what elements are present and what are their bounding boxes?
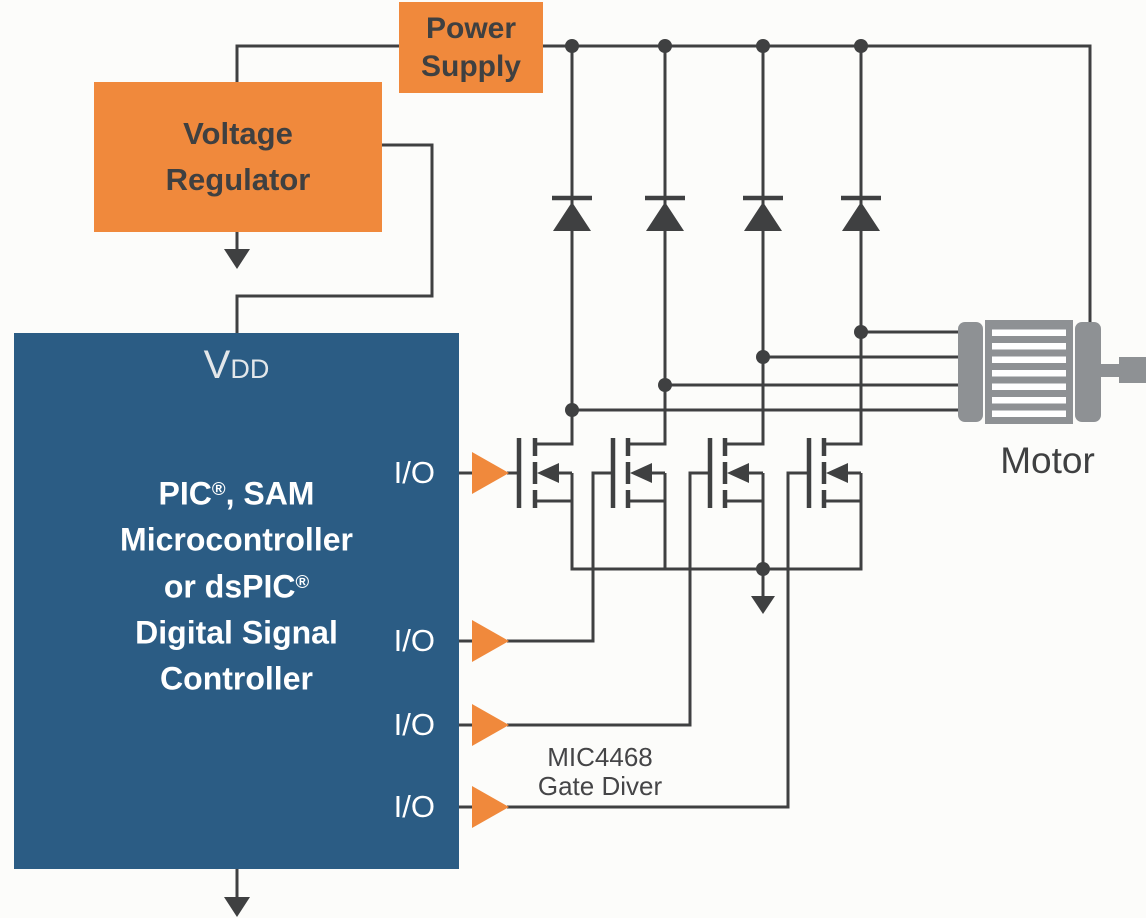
motor-stripe [992,356,1066,363]
gate-buffer-1-icon [472,452,509,494]
gate-driver-part-number: MIC4468 [547,742,653,772]
diode-4 [841,195,881,231]
diode-2-triangle [646,202,684,231]
motor-stripe [992,383,1066,390]
mcu-arrow-head [224,897,250,917]
motor-stripe [992,329,1066,336]
junction-dot [756,39,770,53]
junction-dot [565,403,579,417]
io-pin-label-1: I/O [393,455,435,490]
rail-3-wire [726,46,765,446]
vdd-label-sub: DD [230,354,270,384]
junction-dot [565,39,579,53]
regulator-arrow-head [224,249,250,269]
voltage-regulator-label-line1: Voltage [183,116,293,151]
gate-buffer-3-icon [472,704,509,746]
mcu-title: PIC®, SAM Microcontroller or dsPIC® Digi… [14,468,459,699]
diode-1 [552,195,592,231]
mcu-title-line: or dsPIC® [14,561,459,607]
mosfet-2 [610,438,665,508]
mcu-title-text: or dsPIC [163,567,296,604]
voltage-regulator-block: Voltage Regulator [94,82,382,232]
registered-mark: ® [211,478,226,499]
mcu-title-line: Controller [14,653,459,699]
junction-dot [854,325,868,339]
junction-dot [658,378,672,392]
gate-wire-2 [507,471,611,643]
regulator-down-arrow-icon [224,232,250,269]
io-pin-label-2: I/O [393,623,435,658]
rail-4-wire [825,46,863,446]
power-supply-label-line1: Power [425,11,517,45]
io-pin-label-4: I/O [393,789,435,824]
mosfet-3-arrow [727,463,749,483]
mosfet-4-arrow [826,463,848,483]
diode-3-triangle [744,202,782,231]
mosfet-3 [707,438,763,508]
vdd-label-main: V [203,343,231,387]
motor-stripe [992,343,1066,350]
power-supply-label-line2: Supply [420,49,521,83]
junction-dot [854,39,868,53]
mcu-title-text: , SAM [225,475,315,512]
voltage-regulator-label-line2: Regulator [165,162,311,197]
power-supply-block: Power Supply [399,2,543,93]
mosfet-4 [806,438,861,508]
motor-left-cap [958,322,983,422]
motor-shaft-block [1119,357,1146,383]
gate-driver-label: MIC4468 Gate Diver [495,743,705,801]
mosfet-2-arrow [630,463,652,483]
diode-3 [743,195,783,231]
motor-stripe [992,397,1066,404]
mcu-title-text: Microcontroller [120,521,353,558]
mosfet-1-arrow [537,463,559,483]
diode-4-triangle [842,202,880,231]
motor-stripe [992,410,1066,417]
diode-2 [645,195,685,231]
gate-wire-4 [507,471,807,809]
mcu-title-text: Controller [160,660,313,697]
junction-dot [756,562,770,576]
source-bus-wire [570,473,863,571]
motor-label: Motor [1000,440,1095,481]
vdd-pin-label: VDD [14,343,459,388]
motor-icon [958,320,1146,424]
gate-driver-name: Gate Diver [537,771,663,801]
io-pin-label-3: I/O [393,707,435,742]
mcu-title-text: PIC [158,475,212,512]
motor-stripe [992,370,1066,377]
junction-dots [565,39,868,576]
rail-2-wire [630,46,667,446]
junction-dot [756,350,770,364]
mcu-title-line: PIC®, SAM [14,468,459,514]
mcu-title-line: Digital Signal [14,607,459,653]
vdd-wire [235,143,434,333]
ground-arrow-head [751,596,775,614]
registered-mark: ® [295,570,310,592]
gate-buffer-4-icon [472,786,509,828]
motor-shaft [1101,364,1119,377]
mosfet-1 [516,438,572,508]
microcontroller-block: VDD PIC®, SAM Microcontroller or dsPIC® … [14,333,459,869]
gate-buffer-2-icon [472,620,509,662]
mcu-title-text: Digital Signal [135,614,338,651]
gate-wire-3 [507,471,708,727]
mcu-title-line: Microcontroller [14,514,459,560]
rail-1-wire [537,46,574,446]
junction-dot [658,39,672,53]
motor-right-cap [1075,322,1101,422]
mcu-down-arrow-icon [224,869,250,917]
diode-1-triangle [553,202,591,231]
